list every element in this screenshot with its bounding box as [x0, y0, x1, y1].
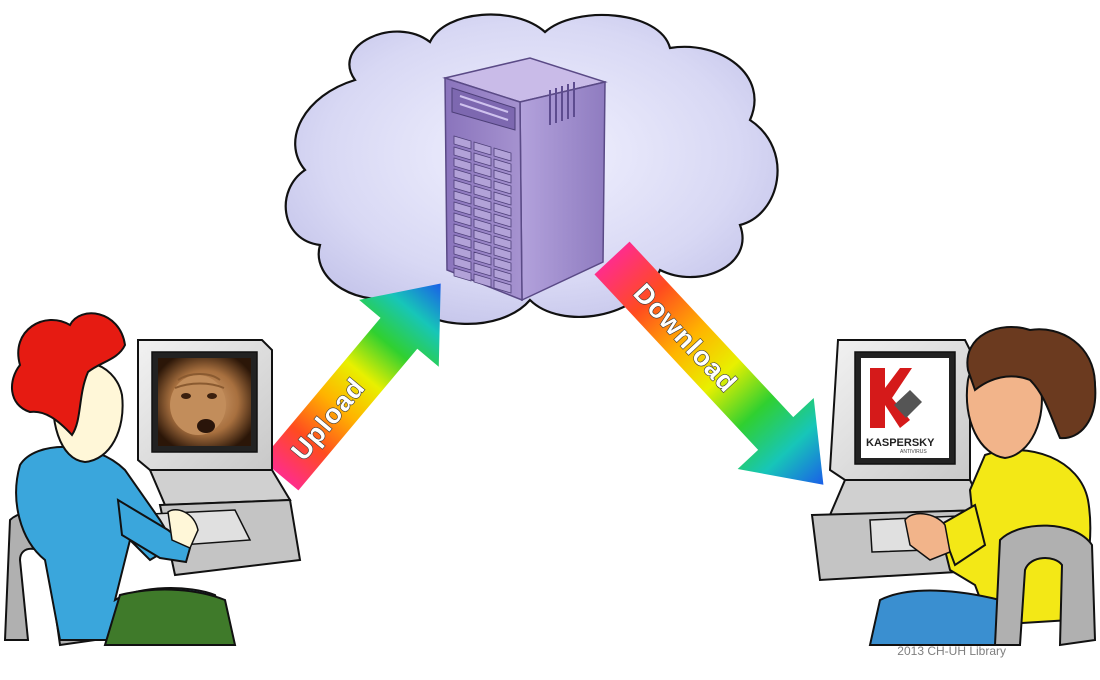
drive-bay — [473, 141, 492, 156]
left-user — [3, 312, 302, 647]
drive-bay — [453, 157, 472, 172]
download-label: Download — [628, 278, 743, 399]
drive-bay — [493, 158, 512, 173]
drive-bay — [453, 223, 472, 238]
drive-bay — [493, 235, 512, 250]
drive-bay — [453, 234, 472, 249]
drive-bay — [453, 267, 472, 282]
drive-bay — [473, 152, 492, 167]
drive-bay — [473, 251, 492, 266]
drive-bay — [473, 207, 492, 222]
kaspersky-logo-subtext: ANTIVIRUS — [900, 449, 927, 455]
drive-bay — [473, 240, 492, 255]
drive-bay — [473, 273, 492, 288]
drive-bay — [493, 246, 512, 261]
drive-bay — [473, 163, 492, 178]
drive-bay — [493, 202, 512, 217]
drive-bay — [473, 185, 492, 200]
drive-bay — [453, 168, 472, 183]
drive-bay — [453, 179, 472, 194]
drive-bay — [453, 212, 472, 227]
drive-bay — [493, 191, 512, 206]
drive-bay — [493, 279, 512, 294]
drive-bay — [453, 201, 472, 216]
drive-bay — [473, 174, 492, 189]
drive-bay — [493, 268, 512, 283]
credit-text: 2013 CH-UH Library — [897, 644, 1006, 658]
drive-bay — [473, 229, 492, 244]
drive-bay — [453, 245, 472, 260]
drive-bay — [493, 147, 512, 162]
drive-bay — [493, 169, 512, 184]
right-user: KASPERSKY ANTIVIRUS — [810, 325, 1097, 647]
server-tower-icon — [442, 57, 608, 302]
drive-bay — [453, 256, 472, 271]
chair-icon — [993, 524, 1097, 647]
computer-icon — [129, 339, 302, 577]
drive-bay — [473, 262, 492, 277]
drive-bay — [493, 257, 512, 272]
drive-bay — [473, 218, 492, 233]
drive-bay — [453, 146, 472, 161]
dog-photo-icon — [158, 358, 251, 446]
drive-bay — [453, 190, 472, 205]
drive-bay — [473, 196, 492, 211]
kaspersky-logo-text: KASPERSKY — [866, 437, 935, 449]
drive-bay — [493, 224, 512, 239]
drive-bay — [493, 213, 512, 228]
computer-icon: KASPERSKY ANTIVIRUS — [810, 339, 992, 582]
kaspersky-logo-icon: KASPERSKY ANTIVIRUS — [861, 358, 949, 458]
drive-bay — [493, 180, 512, 195]
drive-bay — [453, 135, 472, 150]
